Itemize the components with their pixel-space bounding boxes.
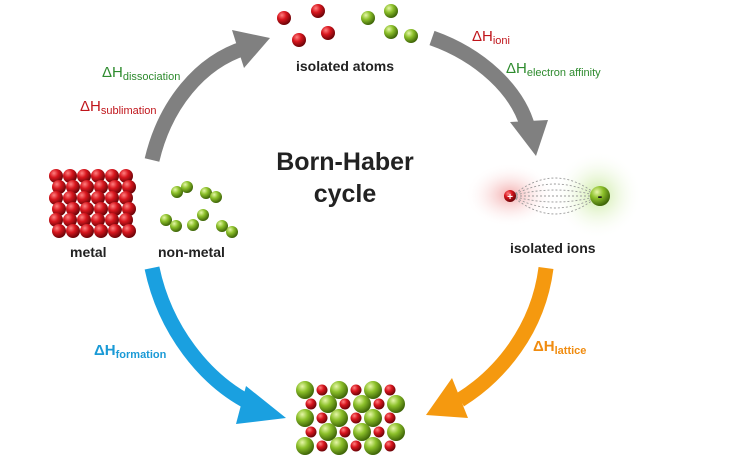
metal-atom (52, 202, 66, 216)
metal-atom (49, 191, 63, 205)
anion-atom (296, 409, 314, 427)
metal-atom (94, 202, 108, 216)
metal-atom (119, 191, 133, 205)
arrow-ionization-affinity (429, 30, 548, 156)
cation-atom (316, 412, 328, 424)
metal-atom (63, 191, 77, 205)
metal-atom (94, 180, 108, 194)
ionic-crystal (296, 381, 405, 455)
anion-atom (387, 395, 405, 413)
isolated-ions-group: + - (465, 151, 642, 239)
metal-atom (77, 213, 91, 227)
metal-atom (122, 202, 136, 216)
cation-atom (305, 426, 317, 438)
cation-atom (350, 384, 362, 396)
anion-atom (364, 409, 382, 427)
metal-atom (91, 213, 105, 227)
metal-atom (108, 224, 122, 238)
label-metal: metal (70, 244, 107, 260)
anion-atom (330, 409, 348, 427)
metal-atom (94, 224, 108, 238)
cation-atom (305, 398, 317, 410)
anion-atom (319, 395, 337, 413)
metal-atom (105, 169, 119, 183)
dh-sublimation: ΔHsublimation (80, 98, 157, 117)
metal-atom (49, 169, 63, 183)
anion-atom (296, 437, 314, 455)
anion (590, 186, 610, 206)
anion-atom (353, 395, 371, 413)
anion-atom (364, 381, 382, 399)
anion-sign: - (598, 188, 603, 204)
metal-atom (77, 191, 91, 205)
dh-formation: ΔHformation (94, 342, 167, 361)
metal-atom (108, 180, 122, 194)
cation-atom (384, 384, 396, 396)
metal-atom (66, 202, 80, 216)
arrow-dissociation-sublimation (144, 30, 270, 162)
metal-atom (105, 213, 119, 227)
metal-atom (49, 213, 63, 227)
anion-atom (319, 423, 337, 441)
dh-electron-affinity: ΔHelectron affinity (506, 60, 601, 79)
metal-atom (105, 191, 119, 205)
title-line-2: cycle (313, 180, 377, 208)
label-isolated-ions: isolated ions (510, 240, 596, 256)
cation-atom (373, 398, 385, 410)
metal-atom (63, 169, 77, 183)
label-non-metal: non-metal (158, 244, 225, 260)
metal-atom (108, 202, 122, 216)
metal-atom (80, 180, 94, 194)
metal-atom (122, 224, 136, 238)
title-line-1: Born-Haber (276, 148, 414, 176)
anion-atom (330, 381, 348, 399)
cation-atom (373, 426, 385, 438)
metal-atom (80, 224, 94, 238)
dh-lattice: ΔHlattice (533, 338, 587, 357)
metal-atom (119, 213, 133, 227)
metal-atom (66, 180, 80, 194)
label-isolated-atoms: isolated atoms (296, 58, 395, 74)
arrow-formation (144, 266, 286, 424)
cation-atom (350, 412, 362, 424)
cation-atom (384, 412, 396, 424)
cation-atom (339, 398, 351, 410)
cation (504, 190, 516, 202)
metal-atom (77, 169, 91, 183)
isolated-atoms-group (277, 4, 418, 47)
dh-ionization: ΔHioni (472, 28, 510, 47)
metal-atom (52, 224, 66, 238)
metal-atom (91, 169, 105, 183)
cation-atom (339, 426, 351, 438)
metal-atom (63, 213, 77, 227)
metal-atom (91, 191, 105, 205)
cation-atom (316, 440, 328, 452)
metal-atom (122, 180, 136, 194)
non-metal-molecules (160, 181, 238, 238)
metal-lattice (49, 169, 136, 238)
metal-atom (80, 202, 94, 216)
cation-sign: + (507, 192, 513, 203)
metal-atom (66, 224, 80, 238)
cation-atom (316, 384, 328, 396)
anion-atom (364, 437, 382, 455)
metal-atom (119, 169, 133, 183)
arrow-lattice (426, 266, 554, 418)
anion-atom (387, 423, 405, 441)
diagram-title: Born-Haber cycle (255, 146, 435, 210)
anion-atom (330, 437, 348, 455)
dh-dissociation: ΔHdissociation (102, 64, 181, 83)
cation-atom (384, 440, 396, 452)
anion-atom (353, 423, 371, 441)
cation-atom (350, 440, 362, 452)
metal-atom (52, 180, 66, 194)
anion-atom (296, 381, 314, 399)
